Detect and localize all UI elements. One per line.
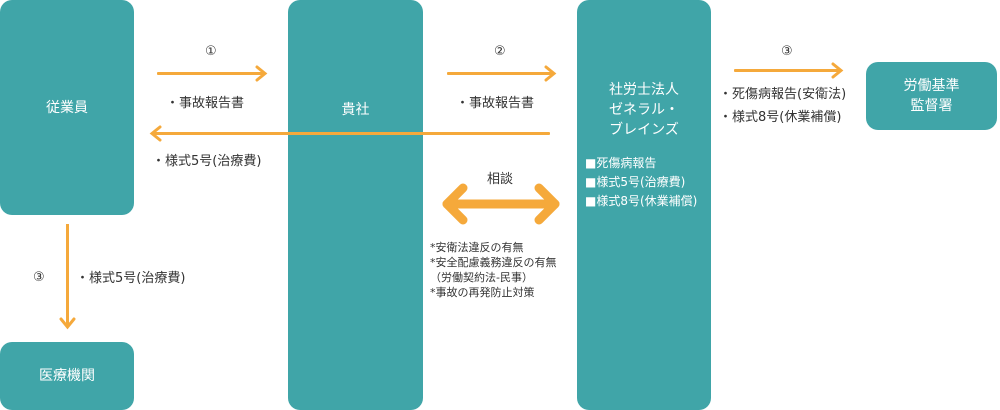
double-arrow-icon	[442, 183, 560, 225]
medical-institution-label: 医療機関	[39, 368, 95, 384]
step3-labor-number: ③	[781, 44, 793, 59]
step3-medical-arrow	[66, 224, 69, 327]
step2-label: ・事故報告書	[456, 96, 535, 111]
consult-label: 相談	[487, 172, 514, 187]
office-doc-item: ■様式8号(休業補償)	[585, 194, 698, 208]
arrowhead-right-icon	[255, 65, 268, 82]
office-label: 社労士法人 ゼネラル・ ブレインズ	[609, 82, 679, 138]
arrowhead-left-icon	[149, 125, 162, 142]
employee-label: 従業員	[46, 99, 88, 116]
labor-office-label: 労働基準 監督署	[903, 78, 960, 114]
consult-note: *事故の再発防止対策	[430, 286, 535, 299]
step3-labor-arrow	[734, 69, 840, 72]
arrowhead-right-icon	[544, 65, 557, 82]
office-doc-list: ■死傷病報告 ■様式5号(治療費) ■様式8号(休業補償)	[585, 154, 703, 211]
step2-arrow	[447, 72, 552, 75]
step3-labor-label: ・死傷病報告(安衛法)	[719, 87, 847, 102]
step2-number: ②	[494, 44, 506, 59]
office-box: 社労士法人 ゼネラル・ ブレインズ ■死傷病報告 ■様式5号(治療費) ■様式8…	[577, 0, 711, 410]
step1-label: ・事故報告書	[166, 96, 245, 111]
step1-arrow	[157, 72, 263, 75]
company-box: 貴社	[288, 0, 423, 410]
step1-number: ①	[205, 44, 217, 59]
consult-note: *安衛法違反の有無	[430, 241, 524, 254]
medical-institution-box: 医療機関	[0, 342, 134, 410]
office-doc-item: ■死傷病報告	[585, 156, 657, 170]
consult-note: *安全配慮義務違反の有無	[430, 256, 557, 269]
labor-office-box: 労働基準 監督署	[866, 62, 997, 130]
step3-labor-label: ・様式8号(休業補償)	[719, 110, 842, 125]
consult-notes: *安衛法違反の有無 *安全配慮義務違反の有無 （労働契約法-民事） *事故の再発…	[430, 240, 557, 300]
employee-box: 従業員	[0, 0, 134, 215]
consult-note: （労働契約法-民事）	[430, 271, 533, 284]
step3-medical-label: ・様式5号(治療費)	[76, 271, 186, 286]
return-label: ・様式5号(治療費)	[152, 154, 262, 169]
arrowhead-right-icon	[831, 62, 844, 79]
office-doc-item: ■様式5号(治療費)	[585, 175, 686, 189]
arrowhead-down-icon	[59, 317, 76, 330]
return-arrow	[152, 132, 550, 135]
company-label: 貴社	[341, 102, 370, 118]
step3-medical-number: ③	[33, 270, 45, 285]
